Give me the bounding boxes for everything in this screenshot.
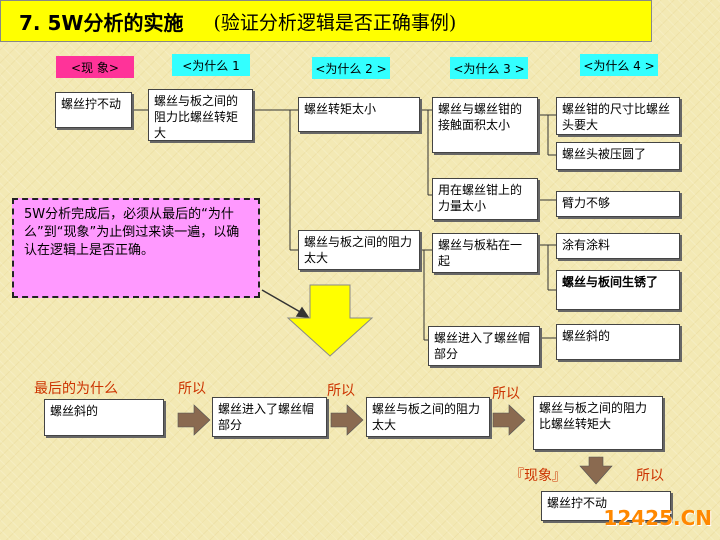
why3c-box: 螺丝与板粘在一起 <box>432 233 538 273</box>
page-subtitle: (验证分析逻辑是否正确事例) <box>213 11 457 34</box>
instruction-note: 5W分析完成后，必须从最后的“为什么”到“现象”为止倒过来读一遍，以确认在逻辑上… <box>12 198 260 298</box>
why3a-box: 螺丝与螺丝钳的接触面积太小 <box>432 97 538 153</box>
phenomenon-label: 『现象』 <box>510 468 566 484</box>
page-title: 7. 5W分析的实施 <box>19 10 184 35</box>
why4b-box: 螺丝头被压圆了 <box>556 142 680 170</box>
header-phenomenon: <现 象> <box>56 56 134 78</box>
so-label-4: 所以 <box>636 468 664 484</box>
header-why-2: <为什么 2 > <box>312 57 390 79</box>
title-bar: 7. 5W分析的实施 (验证分析逻辑是否正确事例) <box>0 0 652 42</box>
right-arrow-3 <box>492 404 526 436</box>
why3d-box: 螺丝进入了螺丝帽部分 <box>428 326 540 366</box>
verify-step-3: 螺丝与板之间的阻力太大 <box>366 397 490 437</box>
why2a-box: 螺丝转矩太小 <box>298 97 420 132</box>
why4a-box: 螺丝钳的尺寸比螺丝头要大 <box>556 97 680 135</box>
verify-step-1: 螺丝斜的 <box>44 399 164 436</box>
last-why-label: 最后的为什么 <box>34 381 118 397</box>
down-arrow-final <box>579 456 613 485</box>
verify-step-2: 螺丝进入了螺丝帽部分 <box>212 397 327 437</box>
why1-box: 螺丝与板之间的阻力比螺丝转矩大 <box>148 89 253 141</box>
header-why-4: <为什么 4 > <box>580 54 658 76</box>
why4f-box: 螺丝斜的 <box>556 324 680 360</box>
so-label-3: 所以 <box>492 386 520 402</box>
right-arrow-1 <box>177 404 211 436</box>
why4d-box: 涂有涂料 <box>556 233 680 259</box>
watermark: 12425.CN <box>603 506 712 530</box>
why3b-box: 用在螺丝钳上的力量太小 <box>432 178 538 220</box>
so-label-2: 所以 <box>327 383 355 399</box>
why2b-box: 螺丝与板之间的阻力太大 <box>298 230 420 270</box>
header-why-1: <为什么 1 <box>172 54 250 76</box>
so-label-1: 所以 <box>178 381 206 397</box>
phenomenon-box: 螺丝拧不动 <box>55 92 132 128</box>
verify-result: 螺丝拧不动 <box>541 491 671 521</box>
right-arrow-2 <box>330 404 364 436</box>
header-why-3: <为什么 3 > <box>450 57 528 79</box>
why4c-box: 臂力不够 <box>556 191 680 217</box>
verify-step-4: 螺丝与板之间的阻力比螺丝转矩大 <box>533 396 663 450</box>
big-down-arrow <box>286 284 374 357</box>
why4e-box: 螺丝与板间生锈了 <box>556 270 680 310</box>
